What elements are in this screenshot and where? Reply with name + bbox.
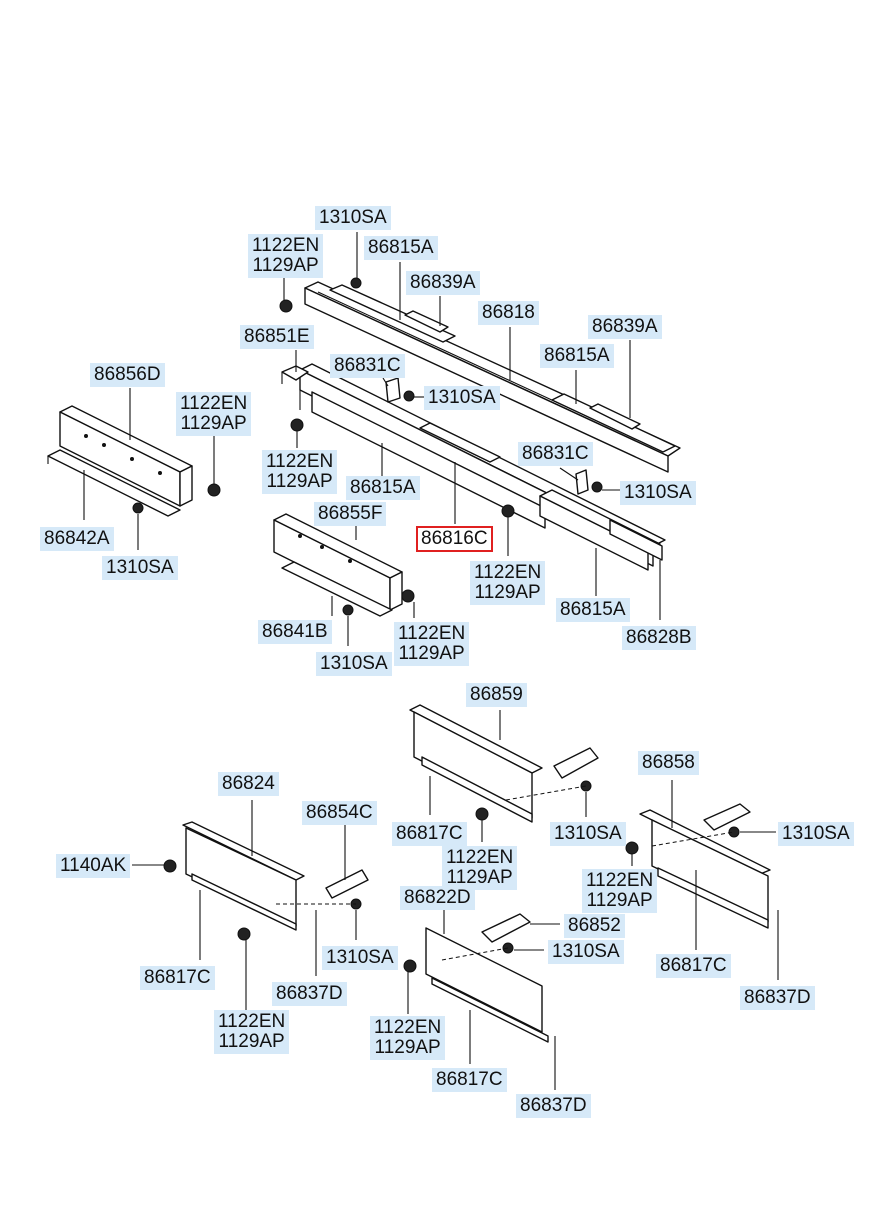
callout-86852[interactable]: 86852 xyxy=(564,914,625,938)
callout-1122EN-1129AP-center-left[interactable]: 1122EN 1129AP xyxy=(262,450,338,494)
callout-86842A[interactable]: 86842A xyxy=(40,527,114,551)
bracket-86858-side[interactable] xyxy=(703,803,751,831)
callout-86837D-bottom[interactable]: 86837D xyxy=(516,1094,591,1118)
callout-86855F[interactable]: 86855F xyxy=(314,502,387,526)
callout-86831C-right[interactable]: 86831C xyxy=(518,442,593,466)
callout-86854C[interactable]: 86854C xyxy=(302,801,377,825)
base-86841B[interactable] xyxy=(281,561,393,617)
callout-86817C-bottom[interactable]: 86817C xyxy=(432,1068,507,1092)
callout-1122EN-1129AP-lower-center[interactable]: 1122EN 1129AP xyxy=(394,622,470,666)
strip-86839A-upper-left[interactable] xyxy=(404,310,449,333)
callout-1122EN-1129AP-left[interactable]: 1122EN 1129AP xyxy=(176,392,252,436)
callout-86815A-mid[interactable]: 86815A xyxy=(346,476,420,500)
callout-86839A-top-left[interactable]: 86839A xyxy=(406,271,480,295)
bracket-86851E[interactable] xyxy=(281,365,309,384)
callout-86828B[interactable]: 86828B xyxy=(622,626,696,650)
callout-1122EN-1129AP-bottom-center[interactable]: 1122EN 1129AP xyxy=(370,1016,446,1060)
fastener-left-bolt xyxy=(207,483,221,497)
housing-86856D[interactable] xyxy=(59,405,193,507)
panel-86822D[interactable] xyxy=(425,927,549,1043)
fasteners-top xyxy=(279,277,603,518)
callout-86817C-left[interactable]: 86817C xyxy=(140,966,215,990)
base-86842A[interactable] xyxy=(47,449,181,517)
callout-86822D[interactable]: 86822D xyxy=(400,886,475,910)
panel-86859[interactable] xyxy=(409,704,543,823)
panel-86858[interactable] xyxy=(639,809,771,929)
callout-86859[interactable]: 86859 xyxy=(466,683,527,707)
callout-86856D[interactable]: 86856D xyxy=(90,363,165,387)
bracket-86831C-right[interactable] xyxy=(575,469,589,495)
fastener-center-nut xyxy=(342,604,354,616)
callout-86815A-lower[interactable]: 86815A xyxy=(556,598,630,622)
callout-86815A-right[interactable]: 86815A xyxy=(540,344,614,368)
callout-86837D-left[interactable]: 86837D xyxy=(272,982,347,1006)
callout-86817C-right[interactable]: 86817C xyxy=(656,954,731,978)
callout-1122EN-1129AP-top[interactable]: 1122EN 1129AP xyxy=(248,234,324,278)
callout-1310SA-lower-left[interactable]: 1310SA xyxy=(322,946,398,970)
callout-1310SA-right[interactable]: 1310SA xyxy=(620,481,696,505)
callout-1122EN-1129AP-right[interactable]: 1122EN 1129AP xyxy=(582,869,658,913)
bracket-86831C-left[interactable] xyxy=(385,377,401,403)
callout-86815A-top[interactable]: 86815A xyxy=(364,236,438,260)
fastener-center-bolt xyxy=(401,589,415,603)
callout-1310SA-far-right[interactable]: 1310SA xyxy=(778,822,854,846)
callout-86858[interactable]: 86858 xyxy=(638,751,699,775)
bracket-86859-side[interactable] xyxy=(553,747,599,779)
bracket-86854C[interactable] xyxy=(325,869,369,899)
callout-1310SA-center[interactable]: 1310SA xyxy=(550,822,626,846)
callout-86837D-right[interactable]: 86837D xyxy=(740,986,815,1010)
leader-lines xyxy=(83,232,779,1090)
dashed-guides xyxy=(276,785,735,961)
fastener-left-nut xyxy=(132,502,144,514)
callout-1310SA-lower-center[interactable]: 1310SA xyxy=(316,652,392,676)
callout-86824[interactable]: 86824 xyxy=(218,772,279,796)
callout-1122EN-1129AP-bottom-left[interactable]: 1122EN 1129AP xyxy=(214,1010,290,1054)
housing-86855F[interactable] xyxy=(273,513,403,611)
callout-1140AK[interactable]: 1140AK xyxy=(56,854,131,878)
bracket-86852[interactable] xyxy=(481,913,531,943)
panel-86828B[interactable] xyxy=(609,519,663,561)
callout-1310SA-lower-right[interactable]: 1310SA xyxy=(548,940,624,964)
callout-86816C-highlighted[interactable]: 86816C xyxy=(416,526,493,552)
callout-86839A-top-right[interactable]: 86839A xyxy=(588,315,662,339)
panel-86824[interactable] xyxy=(182,821,305,931)
callout-86817C-upper[interactable]: 86817C xyxy=(392,822,467,846)
callout-1122EN-1129AP-panel-center[interactable]: 1122EN 1129AP xyxy=(442,846,518,890)
callout-86831C-left[interactable]: 86831C xyxy=(330,354,405,378)
callout-86841B[interactable]: 86841B xyxy=(258,620,332,644)
callout-1310SA-top[interactable]: 1310SA xyxy=(315,206,391,230)
callout-1310SA-left[interactable]: 1310SA xyxy=(102,556,178,580)
callout-1310SA-mid-left[interactable]: 1310SA xyxy=(424,386,500,410)
callout-86851E[interactable]: 86851E xyxy=(240,325,314,349)
strip-86839A-upper-right[interactable] xyxy=(589,403,641,430)
strip-86815A-upper-left[interactable] xyxy=(329,284,456,343)
callout-1122EN-1129AP-center[interactable]: 1122EN 1129AP xyxy=(470,561,546,605)
callout-86818[interactable]: 86818 xyxy=(478,301,539,325)
strip-86815A-upper-right[interactable] xyxy=(551,393,676,453)
